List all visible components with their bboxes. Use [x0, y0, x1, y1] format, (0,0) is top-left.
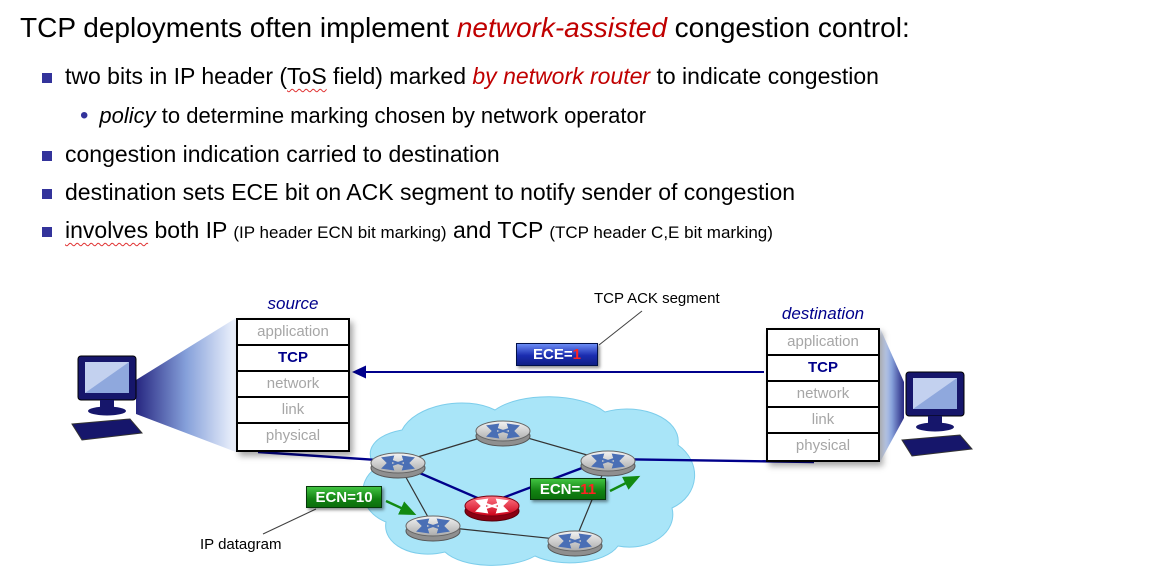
router-icon — [475, 420, 531, 447]
bullet-two-bits: two bits in IP header (ToS field) marked… — [42, 63, 879, 90]
title-pre: TCP deployments often implement — [20, 12, 457, 43]
ece-prefix: ECE= — [533, 346, 573, 363]
b4-paren2: (TCP header C,E bit marking) — [549, 223, 773, 242]
congested-router-icon — [464, 495, 520, 522]
bullet-two-bits-text: two bits in IP header (ToS field) marked… — [65, 63, 879, 90]
destination-layer-link: link — [768, 408, 878, 434]
sub-em: policy — [99, 103, 156, 128]
b1-tos: ToS — [287, 63, 327, 89]
b1-pre: two bits in IP header ( — [65, 63, 288, 89]
beam-source — [136, 318, 236, 452]
router-icon — [405, 515, 461, 542]
source-label: source — [267, 294, 319, 313]
bullet-involves: involves both IP (IP header ECN bit mark… — [42, 217, 773, 244]
tcp-ack-pointer-line — [598, 310, 643, 346]
router-icon — [370, 452, 426, 479]
ece-badge: ECE=1 — [516, 343, 598, 366]
network-cloud — [362, 396, 695, 566]
bullet-involves-text: involves both IP (IP header ECN bit mark… — [65, 217, 773, 244]
ecn11-bit: 11 — [580, 480, 597, 498]
ecn10-prefix: ECN= — [315, 488, 356, 506]
bullet-dot-icon: • — [80, 102, 89, 129]
router-icon — [580, 450, 636, 477]
b4-mid1: both IP — [148, 217, 234, 243]
source-layer-physical: physical — [265, 427, 321, 444]
router-icon — [547, 530, 603, 557]
source-layer-application: application — [238, 320, 348, 346]
source-layer-tcp: TCP — [238, 346, 348, 372]
destination-label: destination — [781, 304, 865, 323]
computer-icon-right — [901, 371, 973, 457]
b1-post: to indicate congestion — [650, 63, 879, 89]
destination-layer-physical: physical — [795, 437, 851, 454]
b4-wavy: involves — [65, 217, 149, 243]
destination-protocol-stack: application TCP network link physical — [766, 328, 880, 462]
beam-destination — [880, 328, 904, 462]
sub-post: to determine marking chosen by network o… — [155, 103, 647, 128]
ecn10-arrow — [385, 499, 417, 516]
ecn10-badge: ECN=10 — [306, 486, 382, 508]
sub-bullet-policy: • policy to determine marking chosen by … — [80, 103, 646, 129]
ece-bit: 1 — [572, 346, 581, 363]
source-layer-network: network — [238, 372, 348, 398]
source-protocol-stack: application TCP network link physical — [236, 318, 350, 452]
slide-title: TCP deployments often implement network-… — [20, 12, 910, 44]
ip-datagram-label: IP datagram — [200, 536, 282, 553]
b4-mid2: and TCP — [446, 217, 550, 243]
ack-arrow-head — [352, 365, 366, 379]
b4-paren1: (IP header ECN bit marking) — [233, 223, 447, 242]
ecn10-bit: 10 — [355, 488, 373, 506]
bullet-square-icon — [42, 188, 52, 199]
bullet-square-icon — [42, 226, 52, 237]
destination-layer-tcp: TCP — [768, 356, 878, 382]
computer-icon-left — [71, 355, 143, 441]
b1-emphasis: by network router — [472, 63, 651, 89]
bullet-destination-ece: destination sets ECE bit on ACK segment … — [42, 179, 795, 206]
ecn11-arrow — [609, 475, 641, 493]
tcp-ack-segment-label: TCP ACK segment — [594, 290, 720, 307]
title-post: congestion control: — [666, 12, 910, 43]
title-emphasis: network-assisted — [456, 12, 667, 43]
bullet-destination-ece-text: destination sets ECE bit on ACK segment … — [65, 179, 796, 205]
bullet-congestion-indication-text: congestion indication carried to destina… — [65, 141, 500, 167]
b1-mid: field) marked — [326, 63, 473, 89]
destination-layer-application: application — [768, 330, 878, 356]
ecn11-badge: ECN=11 — [530, 478, 606, 500]
destination-layer-network: network — [768, 382, 878, 408]
bullet-square-icon — [42, 150, 52, 161]
source-layer-link: link — [238, 398, 348, 424]
bullet-congestion-indication: congestion indication carried to destina… — [42, 141, 500, 168]
bullet-square-icon — [42, 72, 52, 83]
ecn11-prefix: ECN= — [539, 480, 581, 498]
ip-datagram-pointer-line — [262, 508, 317, 535]
sub-bullet-policy-text: policy to determine marking chosen by ne… — [99, 103, 646, 129]
